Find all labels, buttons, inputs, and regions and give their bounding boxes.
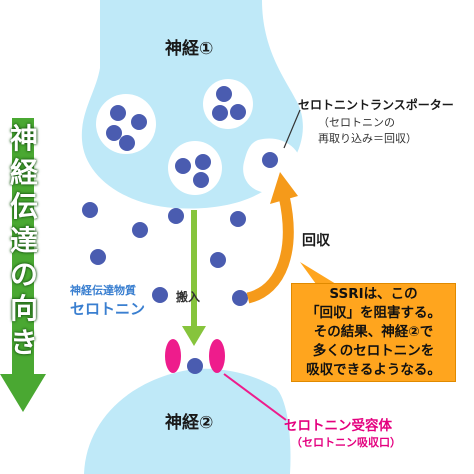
serotonin-label: セロトニン: [70, 300, 146, 318]
serotonin-molecule: [210, 252, 226, 268]
transporter-label: セロトニントランスポーター: [298, 98, 454, 112]
neurotransmitter-label: 神経伝達物質: [70, 284, 136, 297]
transporter-note-line2: 再取り込み＝回収）: [318, 132, 417, 145]
transporter-leader-line: [283, 109, 301, 149]
serotonin-molecule: [110, 105, 126, 121]
ssri-line: 吸収できるようなる。: [306, 362, 441, 378]
receptor-leader-line: [223, 373, 287, 421]
reuptake-label: 回収: [302, 233, 330, 249]
transmission-direction-label: 神経伝達の向き: [9, 122, 38, 359]
postsynaptic-neuron: [84, 368, 291, 474]
serotonin-molecule: [195, 154, 211, 170]
serotonin-molecule: [175, 158, 191, 174]
transport-label: 搬入: [176, 290, 201, 304]
ssri-line: 「回収」を阻害する。: [306, 305, 441, 321]
serotonin-molecule: [230, 211, 246, 227]
serotonin-molecule: [90, 249, 106, 265]
ssri-box-pointer: [300, 262, 336, 284]
serotonin-molecule: [216, 86, 232, 102]
neuron1-label: 神経①: [165, 39, 214, 59]
receptor-right: [209, 339, 225, 373]
serotonin-molecules: [82, 86, 278, 374]
receptor-left: [165, 339, 181, 373]
serotonin-receptors: [165, 339, 225, 373]
serotonin-molecule: [212, 105, 228, 121]
transporter-note-line1: （セロトニンの: [318, 116, 395, 129]
ssri-explanation-box: SSRIは、この 「回収」を阻害する。 その結果、神経②で 多くのセロトニンを …: [291, 283, 456, 382]
reuptake-arrow: [246, 172, 298, 304]
serotonin-molecule: [106, 125, 122, 141]
ssri-line: SSRIは、この: [329, 286, 418, 302]
serotonin-molecule: [132, 222, 148, 238]
serotonin-molecule: [119, 135, 135, 151]
serotonin-molecule: [193, 172, 209, 188]
ssri-line: その結果、神経②で: [313, 324, 434, 340]
serotonin-molecule: [131, 114, 147, 130]
vesicle: [203, 79, 253, 129]
serotonin-molecule: [152, 287, 168, 303]
serotonin-molecule: [187, 358, 203, 374]
transport-arrow: [182, 210, 206, 346]
receptor-label: セロトニン受容体: [284, 418, 392, 434]
transmission-direction-arrow: [0, 118, 46, 412]
receptor-note: （セロトニン吸収口）: [291, 436, 401, 449]
serotonin-molecule: [230, 104, 246, 120]
ssri-line: 多くのセロトニンを: [312, 343, 435, 359]
neuron2-label: 神経②: [165, 413, 214, 433]
serotonin-molecule: [168, 208, 184, 224]
serotonin-molecule: [82, 202, 98, 218]
serotonin-molecule: [262, 152, 278, 168]
serotonin-molecule: [232, 290, 248, 306]
